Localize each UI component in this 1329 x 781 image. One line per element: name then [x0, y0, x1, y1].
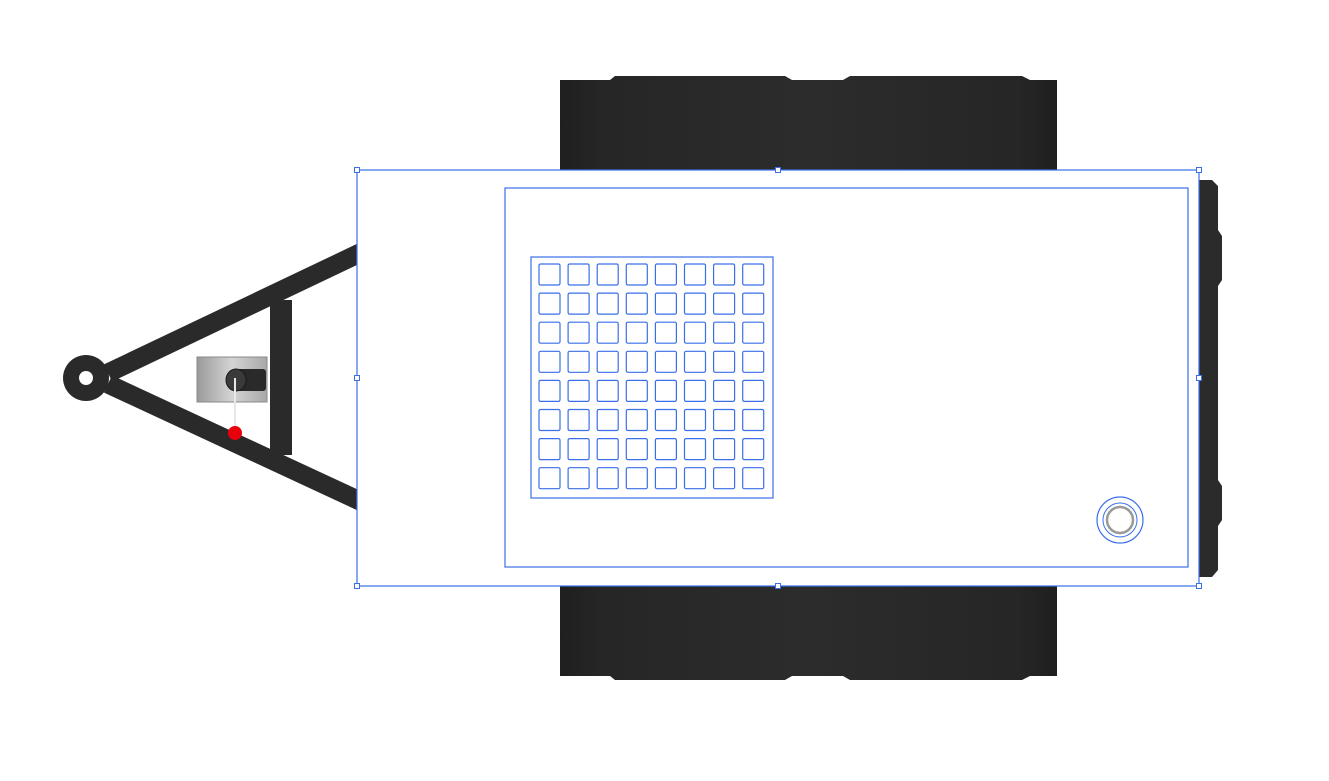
vent-cell [712, 350, 736, 373]
vent-cell [625, 467, 648, 490]
vent-cell [683, 321, 707, 344]
vent-cell [683, 467, 707, 490]
vent-cell [683, 408, 707, 432]
vent-cell [596, 408, 619, 432]
vent-cell [742, 467, 765, 490]
vent-cell [742, 408, 765, 432]
vent-cell [742, 350, 765, 373]
handle-bottom-left[interactable] [354, 583, 360, 589]
vent-cell [712, 292, 736, 315]
vent-cell [625, 263, 648, 286]
vent-cell [538, 467, 561, 490]
vent-cell [625, 321, 648, 344]
vent-cell [567, 379, 590, 402]
handle-top-right[interactable] [1196, 167, 1202, 173]
vent-cell [596, 321, 619, 344]
vent-cell [567, 292, 590, 315]
vent-cell [596, 379, 619, 402]
vent-cell [654, 292, 678, 315]
vent-cell [596, 467, 619, 490]
tire-bottom[interactable] [560, 584, 1057, 680]
vent-cell [567, 321, 590, 344]
vent-cell [625, 408, 648, 432]
handle-middle-left[interactable] [354, 375, 360, 381]
tongue-crossbar[interactable] [270, 300, 292, 455]
vent-cell [567, 438, 590, 461]
latch-assembly [196, 356, 268, 440]
fuel-cap[interactable] [1096, 496, 1144, 544]
tongue-arm-lower[interactable] [103, 375, 367, 511]
handle-bottom-right[interactable] [1196, 583, 1202, 589]
vent-cell [538, 292, 561, 315]
vent-cell [742, 263, 765, 286]
vent-cell [683, 263, 707, 286]
tongue-frame [63, 243, 367, 511]
vent-cell [596, 292, 619, 315]
vent-cell [654, 467, 678, 490]
coupler-hole [79, 371, 93, 385]
handle-top-center[interactable] [775, 167, 781, 173]
vent-cell [625, 350, 648, 373]
vent-cell [712, 263, 736, 286]
safety-chain-end[interactable] [228, 426, 242, 440]
vent-cell [654, 379, 678, 402]
vent-cell [654, 438, 678, 461]
vent-cell [742, 321, 765, 344]
selection-handles [354, 167, 1202, 589]
tire-top[interactable] [560, 76, 1057, 172]
fuel-cap-inner [1105, 505, 1135, 535]
tongue-arm-upper[interactable] [103, 243, 367, 382]
vent-cell [567, 263, 590, 286]
vent-cell [625, 379, 648, 402]
fuel-cap-ring [1102, 502, 1138, 538]
vent-cell [538, 408, 561, 432]
handle-top-left[interactable] [354, 167, 360, 173]
vent-cell [625, 438, 648, 461]
vent-cell [567, 467, 590, 490]
vent-cell [538, 321, 561, 344]
vent-cell [742, 438, 765, 461]
vent-cell [712, 438, 736, 461]
vent-cell [625, 292, 648, 315]
vent-cell [538, 438, 561, 461]
vent-cell [683, 350, 707, 373]
handle-middle-right[interactable] [1196, 375, 1202, 381]
vent-cell [712, 321, 736, 344]
trailer-bed-group[interactable] [356, 169, 1200, 587]
vent-cell [654, 408, 678, 432]
vent-cell [596, 438, 619, 461]
vent-cell [567, 350, 590, 373]
vent-cell [712, 408, 736, 432]
trailer-bed[interactable] [356, 169, 1200, 587]
vent-cell [683, 292, 707, 315]
vent-cell [712, 379, 736, 402]
vent-cell [654, 263, 678, 286]
vent-cell [742, 379, 765, 402]
vent-cell [654, 350, 678, 373]
rear-bumper[interactable] [1199, 180, 1222, 577]
vent-grid-frame[interactable] [530, 256, 774, 499]
vent-cell [712, 467, 736, 490]
vent-cell [654, 321, 678, 344]
vent-cell [596, 350, 619, 373]
vent-cell [596, 263, 619, 286]
handle-bottom-center[interactable] [775, 583, 781, 589]
bed-inner-panel[interactable] [504, 187, 1189, 568]
vent-cell [683, 438, 707, 461]
vent-cell [538, 350, 561, 373]
vent-cell [538, 379, 561, 402]
vent-cell [567, 408, 590, 432]
vent-cell [538, 263, 561, 286]
vent-cell [683, 379, 707, 402]
wheels [560, 76, 1222, 680]
vent-cell [742, 292, 765, 315]
vent-grid-cells [538, 263, 765, 490]
